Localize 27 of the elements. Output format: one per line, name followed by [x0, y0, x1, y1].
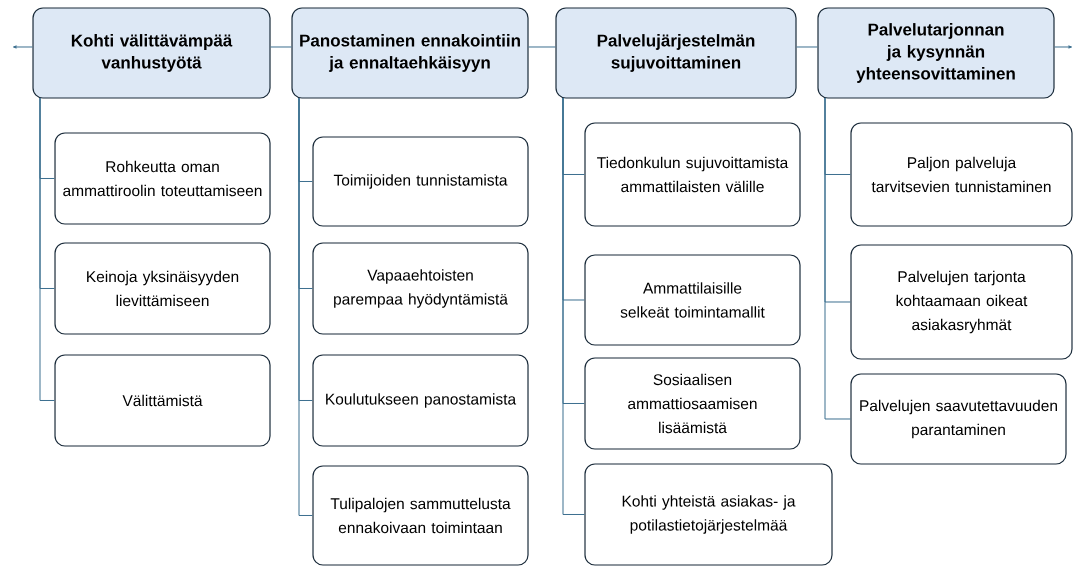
- tree-line: [824, 97, 851, 420]
- arrow: [1054, 45, 1073, 49]
- topic-box: Tiedonkulun sujuvoittamista ammattilaisten välille: [584, 122, 801, 227]
- topic-box: Ammattilaisille selkeät toimintamallit: [584, 254, 801, 346]
- tree-line: [39, 97, 55, 401]
- topic-box: Keinoja yksinäisyyden lievittämiseen: [54, 242, 271, 335]
- connector-line: [270, 46, 292, 48]
- topic-box: Vapaaehtoisten parempaa hyödyntämistä: [312, 242, 529, 335]
- connector-line: [528, 46, 556, 48]
- heading-box: Panostaminen ennakointiin ja ennaltaehkäisyyn: [291, 7, 529, 99]
- arrow: [12, 45, 33, 49]
- topic-box: Toimijoiden tunnistamista: [312, 136, 529, 227]
- topic-box: Kohti yhteistä asiakas- ja potilastietojärjestelmää: [584, 463, 833, 566]
- topic-box: Rohkeutta oman ammattiroolin toteuttamiseen: [54, 132, 271, 225]
- tree-line: [562, 97, 585, 515]
- topic-box: Palvelujen saavutettavuuden parantaminen: [850, 373, 1067, 465]
- topic-box: Sosiaalisen ammattiosaamisen lisäämistä: [584, 357, 801, 450]
- connector-line: [796, 46, 818, 48]
- topic-box: Välittämistä: [54, 354, 271, 447]
- heading-box: Kohti välittävämpää vanhustyötä: [32, 7, 271, 99]
- tree-line: [298, 97, 313, 516]
- heading-box: Palvelutarjonnan ja kysynnän yhteensovittaminen: [817, 7, 1055, 99]
- topic-box: Paljon palveluja tarvitsevien tunnistaminen: [850, 122, 1073, 227]
- topic-box: Tulipalojen sammuttelusta ennakoivaan toimintaan: [312, 465, 529, 566]
- topic-box: Koulutukseen panostamista: [312, 354, 529, 447]
- heading-box: Palvelujärjestelmän sujuvoittaminen: [555, 7, 797, 99]
- topic-box: Palvelujen tarjonta kohtaamaan oikeat asiakasryhmät: [850, 244, 1073, 360]
